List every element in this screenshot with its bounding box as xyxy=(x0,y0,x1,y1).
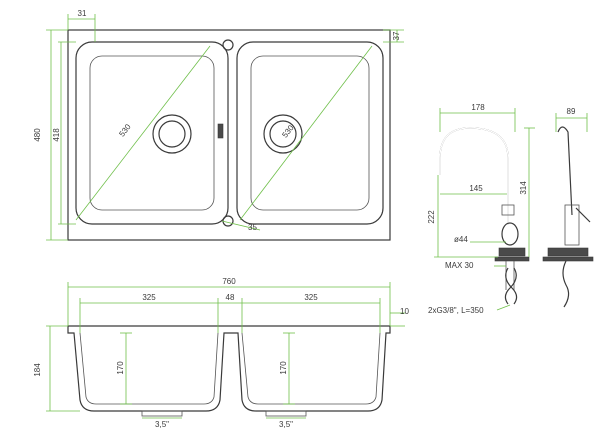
right-bowl-section-inner xyxy=(241,332,381,405)
dim-right-bowl: 325 xyxy=(304,293,318,302)
faucet-front-dimensions: 178 145 314 222 ø44 MAX 30 2xG3/8", L=35… xyxy=(427,103,535,315)
dim-hole-dia: ø44 xyxy=(454,235,468,244)
right-drain-stub xyxy=(265,410,307,417)
sink-section-outline xyxy=(67,325,391,412)
left-drain-stub xyxy=(141,410,183,417)
faucet-side-body xyxy=(564,204,580,246)
dim-inner-height: 418 xyxy=(52,128,61,142)
faucet-base xyxy=(498,247,526,257)
dim-hole: 35 xyxy=(248,223,257,232)
faucet-spout xyxy=(439,127,509,225)
dim-spout-height: 222 xyxy=(427,210,436,224)
dim-total-width: 760 xyxy=(222,277,236,286)
dim-outer-height: 480 xyxy=(33,128,42,142)
dim-faucet-width: 178 xyxy=(471,103,485,112)
overflow-slot xyxy=(217,123,224,139)
faucet-side-lever xyxy=(575,207,591,223)
dim-faucet-height: 314 xyxy=(519,181,528,195)
faucet-side-dimensions: 89 xyxy=(555,107,588,132)
dim-faucet-reach: 145 xyxy=(469,184,483,193)
faucet-side-view xyxy=(542,126,594,308)
dim-left-drain: 3,5" xyxy=(155,420,169,429)
dim-right-offset: 37 xyxy=(392,31,401,40)
right-drain-outer xyxy=(263,114,303,154)
left-drain-outer xyxy=(152,114,192,154)
hose-right xyxy=(504,267,517,305)
faucet-joint xyxy=(501,204,515,216)
left-drain-inner xyxy=(158,120,186,148)
left-bowl-section-inner xyxy=(79,332,219,405)
left-bowl-outer xyxy=(75,41,229,225)
sink-front-view xyxy=(67,325,391,417)
dim-hose: 2xG3/8", L=350 xyxy=(428,306,484,315)
dim-top-offset: 31 xyxy=(78,9,87,18)
faucet-side-nut xyxy=(542,256,594,262)
faucet-front-view xyxy=(439,127,530,305)
dim-left-depth: 170 xyxy=(116,361,125,375)
front-view-dimensions: 760 325 48 325 10 184 170 170 3,5" 3,5" xyxy=(33,277,409,429)
right-drain-inner xyxy=(269,120,297,148)
left-bowl-inner xyxy=(89,55,215,211)
right-bowl-outer xyxy=(236,41,384,225)
hose-side xyxy=(562,260,570,308)
dim-outer-depth: 184 xyxy=(33,363,42,377)
dim-faucet-depth: 89 xyxy=(567,107,576,116)
dim-max-thickness: MAX 30 xyxy=(445,261,474,270)
faucet-handle xyxy=(501,222,519,246)
dim-right-drain: 3,5" xyxy=(279,420,293,429)
dim-rim: 10 xyxy=(400,307,409,316)
dim-right-diagonal: 530 xyxy=(280,123,296,139)
hose-left xyxy=(505,267,518,305)
right-bowl-inner xyxy=(250,55,370,211)
dim-left-bowl: 325 xyxy=(142,293,156,302)
dim-gap: 48 xyxy=(226,293,235,302)
faucet-nut xyxy=(494,256,530,262)
dim-left-diagonal: 530 xyxy=(117,122,133,138)
sink-top-view xyxy=(67,29,391,241)
tap-hole-top xyxy=(222,39,234,51)
dim-right-depth: 170 xyxy=(279,361,288,375)
sink-outline xyxy=(67,29,391,241)
faucet-side-spout xyxy=(557,126,573,216)
faucet-side-base xyxy=(547,247,589,257)
tap-hole-bottom xyxy=(222,215,234,227)
